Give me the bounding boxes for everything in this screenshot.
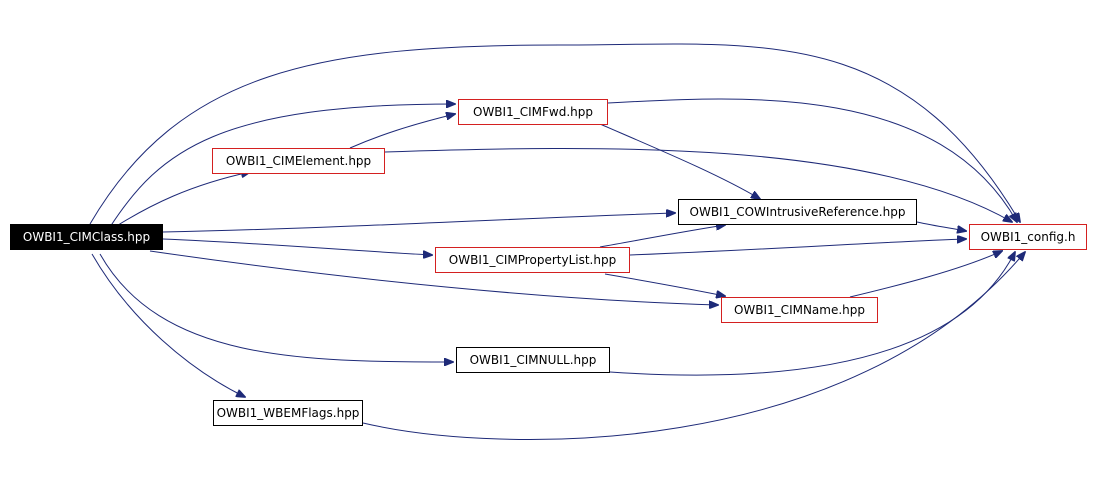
edge-wbemflags-to-config	[362, 252, 1025, 440]
edge-cimclass-to-cimnull	[99, 253, 453, 362]
edge-cimclass-to-cimfwd	[109, 104, 455, 228]
edge-cimfwd-to-config	[607, 98, 1017, 222]
node-cimname[interactable]: OWBI1_CIMName.hpp	[721, 297, 878, 323]
edge-cimclass-to-cimelement	[114, 172, 250, 228]
node-cimfwd[interactable]: OWBI1_CIMFwd.hpp	[458, 99, 608, 125]
edge-cimclass-to-cowintrusive	[162, 213, 675, 233]
node-cimnull[interactable]: OWBI1_CIMNULL.hpp	[456, 347, 610, 373]
node-cimclass[interactable]: OWBI1_CIMClass.hpp	[10, 224, 163, 250]
edge-cimfwd-to-cowintrusive	[599, 123, 760, 199]
edge-cimclass-to-cimpropertylist	[162, 238, 432, 255]
edge-cimpropertylist-to-cimname	[604, 273, 725, 296]
edge-cimclass-to-wbemflags	[91, 253, 245, 397]
edge-cimclass-to-config-top	[89, 43, 1020, 225]
edge-cimpropertylist-to-cowintrusive	[599, 225, 725, 248]
node-cimpropertylist[interactable]: OWBI1_CIMPropertyList.hpp	[435, 247, 630, 273]
edge-cimname-to-config	[849, 251, 1002, 298]
edge-cimelement-to-config	[384, 147, 1012, 222]
edge-cimpropertylist-to-config	[629, 239, 966, 256]
edge-cimclass-to-cimname	[149, 250, 718, 305]
node-cowintrusive[interactable]: OWBI1_COWIntrusiveReference.hpp	[678, 199, 917, 225]
edge-cimelement-to-cimfwd	[349, 114, 455, 149]
node-config[interactable]: OWBI1_config.h	[969, 224, 1087, 250]
node-cimelement[interactable]: OWBI1_CIMElement.hpp	[212, 148, 385, 174]
edge-cowintrusive-to-config	[916, 221, 966, 231]
node-wbemflags[interactable]: OWBI1_WBEMFlags.hpp	[213, 400, 363, 426]
